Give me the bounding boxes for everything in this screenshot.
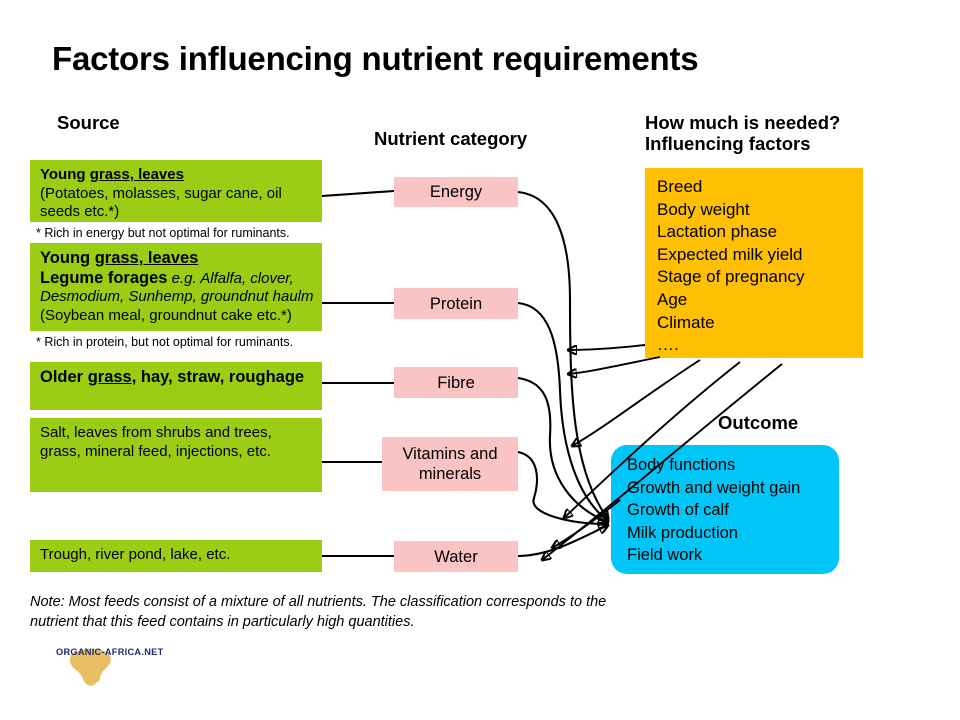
factor-item: Breed bbox=[657, 177, 703, 196]
column-heading-nutrient-category: Nutrient category bbox=[374, 128, 528, 149]
heading-needed-line1: How much is needed? bbox=[645, 112, 841, 133]
footnote-protein: * Rich in protein, but not optimal for r… bbox=[36, 335, 294, 349]
outcome-item: Growth and weight gain bbox=[627, 478, 801, 497]
factor-arrow-to-protein bbox=[568, 356, 661, 374]
nutrient-box-fibre[interactable]: Fibre bbox=[394, 367, 518, 398]
source-fibre-title: Older grass, hay, straw, roughage bbox=[40, 368, 314, 388]
source-protein-subtitle-bold: Legume forages bbox=[40, 268, 168, 287]
nutrient-box-energy[interactable]: Energy bbox=[394, 177, 518, 207]
factor-item: Age bbox=[657, 289, 688, 309]
factor-item: Body weight bbox=[657, 199, 750, 219]
source-protein-subtitle-italic: e.g. Alfalfa, clover, Desmodium, Sunhemp… bbox=[40, 269, 314, 306]
organic-africa-logo: ORGANIC-AFRICA.NET bbox=[48, 645, 176, 687]
africa-map-icon bbox=[69, 648, 111, 686]
source-protein-title-underlined: grass, leaves bbox=[94, 249, 199, 267]
nutrient-box-protein[interactable]: Protein bbox=[394, 288, 518, 319]
outcome-box[interactable]: Body functions Growth and weight gain Gr… bbox=[611, 445, 839, 574]
source-vitamins-detail: Salt, leaves from shrubs and trees, gras… bbox=[40, 424, 272, 460]
logo-text: ORGANIC-AFRICA.NET bbox=[56, 647, 164, 657]
source-energy-title-underlined: grass, leaves bbox=[89, 166, 184, 183]
outcome-item: Milk production bbox=[627, 523, 738, 542]
outcome-item: Growth of calf bbox=[627, 501, 729, 519]
source-box-vitamins[interactable]: Salt, leaves from shrubs and trees, gras… bbox=[30, 418, 322, 492]
footer-note: Note: Most feeds consist of a mixture of… bbox=[30, 594, 607, 630]
source-water-detail: Trough, river pond, lake, etc. bbox=[40, 546, 231, 563]
factor-item: Lactation phase bbox=[657, 222, 778, 242]
source-energy-title: Young grass, leaves bbox=[40, 166, 184, 183]
factor-item: Stage of pregnancy bbox=[657, 267, 805, 287]
factor-item: …. bbox=[657, 335, 679, 355]
outcome-item: Field work bbox=[627, 546, 703, 564]
flow-energy-to-outcome bbox=[517, 190, 608, 519]
source-box-protein[interactable]: Young grass, leaves Legume forages e.g. … bbox=[30, 243, 322, 331]
source-protein-title: Young grass, leaves bbox=[40, 249, 199, 267]
flow-vitamins-to-outcome bbox=[517, 450, 608, 524]
source-protein-subtitle: Legume forages e.g. Alfalfa, clover, Des… bbox=[40, 269, 314, 307]
flow-water-to-outcome bbox=[517, 525, 608, 558]
outcome-item: Body functions bbox=[627, 456, 736, 474]
factor-item: Climate bbox=[657, 312, 715, 332]
source-box-energy[interactable]: Young grass, leaves (Potatoes, molasses,… bbox=[30, 160, 322, 222]
column-heading-outcome: Outcome bbox=[718, 412, 799, 433]
factor-arrow-to-fibre bbox=[572, 359, 701, 446]
footnote-energy: * Rich in energy but not optimal for rum… bbox=[36, 226, 290, 240]
flow-fibre-to-outcome bbox=[517, 376, 608, 522]
outcome-feedback-arrow bbox=[552, 499, 621, 548]
nutrient-box-vitamins-and-minerals[interactable]: Vitamins and minerals bbox=[382, 437, 518, 491]
page-title: Factors influencing nutrient requirement… bbox=[52, 40, 699, 77]
column-heading-influencing-factors: How much is needed? Influencing factors bbox=[645, 112, 840, 154]
column-heading-source: Source bbox=[57, 112, 120, 133]
factor-item: Expected milk yield bbox=[657, 244, 803, 264]
link-source-energy bbox=[321, 189, 395, 198]
source-protein-detail: (Soybean meal, groundnut cake etc.*) bbox=[40, 306, 292, 324]
nutrient-box-water[interactable]: Water bbox=[394, 541, 518, 572]
source-box-fibre[interactable]: Older grass, hay, straw, roughage bbox=[30, 362, 322, 410]
source-fibre-title-underlined: grass bbox=[87, 368, 132, 386]
factor-arrow-to-energy bbox=[568, 344, 646, 350]
source-box-water[interactable]: Trough, river pond, lake, etc. bbox=[30, 540, 322, 572]
influencing-factors-box[interactable]: Breed Body weight Lactation phase Expect… bbox=[645, 168, 863, 358]
heading-needed-line2: Influencing factors bbox=[645, 133, 811, 154]
source-fibre-title-pre: Older bbox=[40, 368, 88, 386]
source-fibre-title-post: , hay, straw, roughage bbox=[131, 368, 305, 386]
flow-protein-to-outcome bbox=[517, 301, 608, 521]
source-energy-detail: (Potatoes, molasses, sugar cane, oil see… bbox=[40, 184, 282, 221]
